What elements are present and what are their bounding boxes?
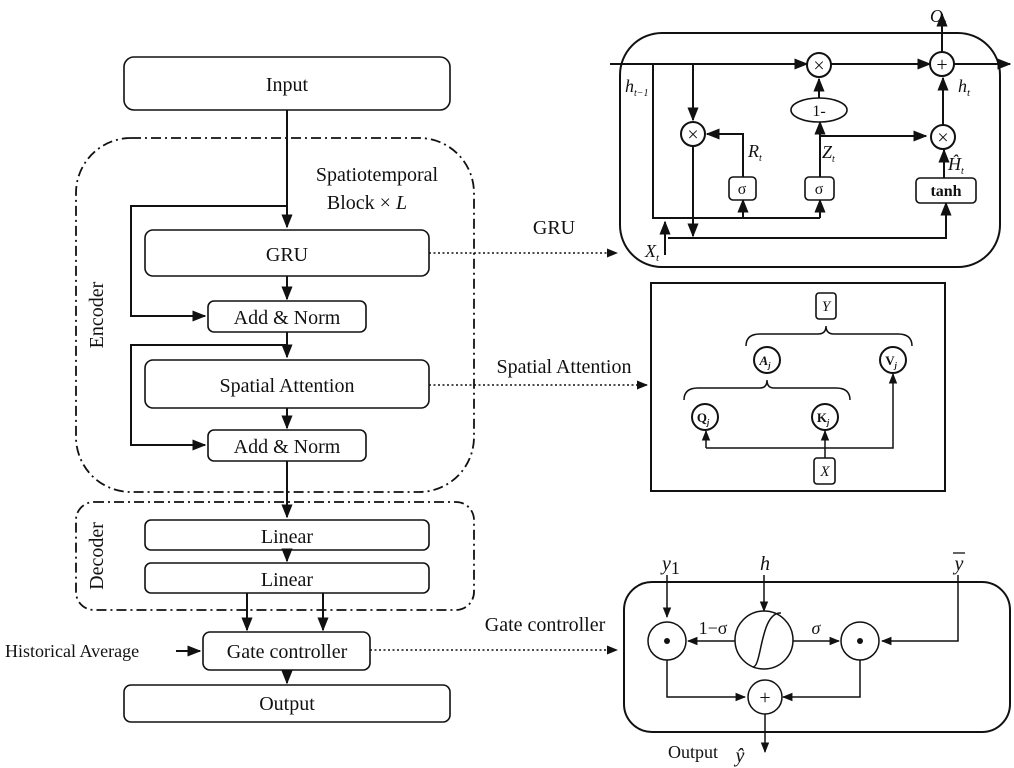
gate-controller-label: Gate controller (227, 641, 348, 663)
y-label: Y (822, 299, 832, 315)
y1-label: y1 (660, 553, 680, 578)
gate-output-label: Output (668, 742, 718, 762)
h-t-label: ht (958, 76, 971, 99)
block-label-line2: Block × L (327, 192, 407, 214)
add-norm-2-label: Add & Norm (234, 436, 341, 458)
linear-block-2[interactable]: Linear (144, 562, 430, 594)
linear-1-label: Linear (261, 526, 314, 548)
output-block[interactable]: Output (123, 684, 451, 723)
x-t-label: Xt (644, 241, 660, 264)
one-minus-label: 1- (812, 103, 825, 120)
reset-sigma-label: σ (738, 181, 747, 198)
o-t-label: Ot (930, 6, 947, 29)
gru-cell-detail: Ot ht−1 ht Xt × σ Rt σ Zt 1- × (610, 6, 1012, 268)
output-label: Output (259, 693, 315, 715)
one-minus-sigma-label: 1−σ (699, 618, 728, 638)
add-norm-1-label: Add & Norm (234, 307, 341, 329)
spatial-attention-label: Spatial Attention (220, 375, 355, 397)
v-label: Vj (885, 353, 897, 370)
candidate-label: Ĥt (947, 153, 964, 177)
a-node (753, 346, 781, 374)
reset-multiply-icon: × (687, 124, 698, 146)
a-label: Aj (759, 353, 772, 370)
h-prev-to-gates (652, 64, 820, 219)
spatial-attention-detail: Y Aj Vj Qj Kj X (650, 282, 946, 492)
left-dot-icon (664, 638, 670, 644)
reset-label: Rt (747, 141, 762, 164)
gate-controller-detail: y1 h y 1−σ σ + Output ŷ (623, 552, 1011, 767)
sigma-label: σ (812, 618, 822, 638)
add-node (929, 51, 955, 77)
add-icon: + (936, 54, 947, 76)
update-label: Zt (822, 142, 835, 165)
callout-attention-label: Spatial Attention (497, 356, 632, 378)
y-bar-label: y (953, 553, 964, 575)
add-norm-block-1[interactable]: Add & Norm (207, 300, 367, 333)
sigmoid-node (734, 610, 794, 670)
top-multiply-node (806, 52, 832, 78)
y-node (815, 292, 837, 320)
decoder-label: Decoder (86, 522, 108, 590)
brace-a (683, 379, 851, 401)
encoder-label: Encoder (86, 281, 108, 348)
top-multiply-icon: × (813, 55, 824, 77)
add-norm-block-2[interactable]: Add & Norm (207, 429, 367, 462)
gate-output-var: ŷ (734, 745, 745, 767)
callout-gru-label: GRU (533, 217, 576, 239)
brace-y (745, 325, 913, 347)
right-to-plus-arrow (781, 660, 861, 702)
spatial-attention-block[interactable]: Spatial Attention (144, 359, 430, 409)
residual-arrow-2 (130, 344, 287, 451)
gru-block[interactable]: GRU (144, 229, 430, 277)
residual-arrow-1 (130, 205, 287, 322)
candidate-multiply-icon: × (937, 127, 948, 149)
y-bar-input-arrow (880, 575, 959, 646)
reset-sigma-box (728, 176, 757, 201)
update-sigma-label: σ (815, 181, 824, 198)
reset-gate-arrow (705, 128, 744, 177)
k-label: Kj (817, 410, 830, 427)
x-t-to-tanh (668, 201, 952, 239)
callout-gate-label: Gate controller (485, 614, 606, 636)
input-label: Input (266, 74, 309, 96)
gate-controller-block[interactable]: Gate controller (202, 631, 371, 671)
tanh-box (915, 177, 977, 204)
block-label-line1: Spatiotemporal (316, 164, 439, 186)
linear-2-label: Linear (261, 569, 314, 591)
encoder-container (75, 137, 475, 493)
x-label: X (819, 464, 830, 480)
h-label: h (760, 553, 770, 575)
q-label: Qj (697, 410, 710, 427)
x-to-v-arrow (706, 372, 898, 449)
plus-icon: + (759, 687, 770, 709)
h-prev-label: ht−1 (625, 76, 649, 99)
attention-frame (650, 282, 946, 492)
gate-frame (623, 581, 1011, 733)
input-block[interactable]: Input (123, 56, 451, 111)
gru-label: GRU (266, 244, 309, 266)
sigmoid-curve-icon (752, 612, 782, 668)
right-dot-icon (857, 638, 863, 644)
gru-cell-frame (619, 32, 1001, 268)
historical-average-label: Historical Average (5, 641, 139, 661)
linear-block-1[interactable]: Linear (144, 519, 430, 551)
tanh-label: tanh (930, 183, 961, 200)
decoder-container (75, 501, 475, 611)
left-to-plus-arrow (666, 660, 747, 702)
